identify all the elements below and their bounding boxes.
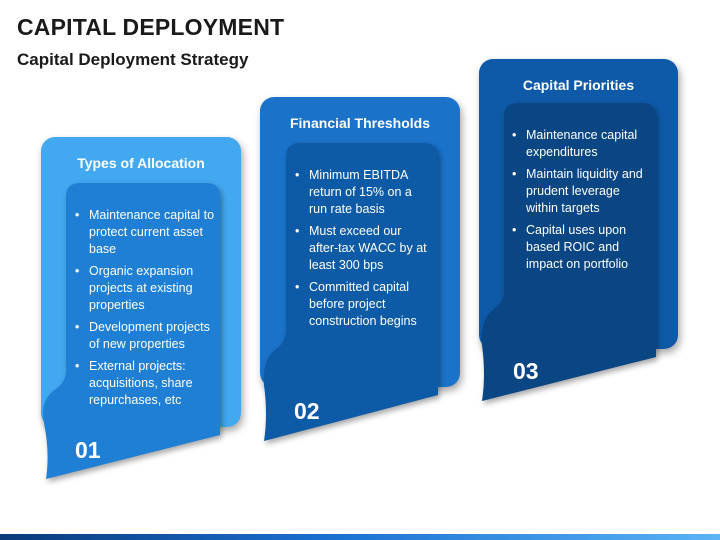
card-bullets: Maintenance capital to protect current a… [73,207,221,414]
card-title: Capital Priorities [522,77,635,93]
bullet-item: Capital uses upon based ROIC and impact … [510,222,650,273]
card-number: 03 [513,358,539,384]
bullet-item: Maintain liquidity and prudent leverage … [510,166,650,217]
bullet-item: External projects: acquisitions, share r… [73,358,221,409]
page-subtitle: Capital Deployment Strategy [17,50,249,69]
bullet-item: Maintenance capital to protect current a… [73,207,221,258]
card-number: 02 [294,398,320,424]
page-title: CAPITAL DEPLOYMENT [17,14,285,40]
card-title: Types of Allocation [77,155,205,171]
bottom-accent-bar [0,534,720,540]
card-number: 01 [75,437,101,463]
card-bullets: Maintenance capital expenditures Maintai… [510,127,650,278]
card-bullets: Minimum EBITDA return of 15% on a run ra… [293,167,433,335]
bullet-item: Committed capital before project constru… [293,279,433,330]
card-title: Financial Thresholds [289,115,431,131]
bullet-item: Minimum EBITDA return of 15% on a run ra… [293,167,433,218]
bullet-item: Maintenance capital expenditures [510,127,650,161]
bullet-item: Must exceed our after-tax WACC by at lea… [293,223,433,274]
bullet-item: Development projects of new properties [73,319,221,353]
bullet-item: Organic expansion projects at existing p… [73,263,221,314]
